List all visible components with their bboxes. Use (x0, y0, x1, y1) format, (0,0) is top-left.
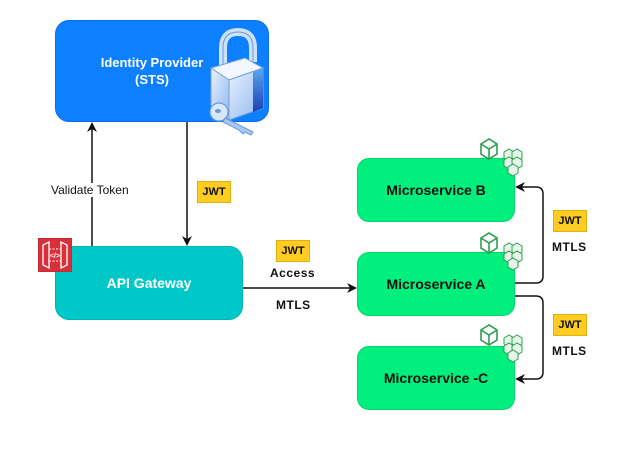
a-to-c-arrow (515, 295, 544, 384)
mtls-label-gateway-a: MTLS (276, 298, 311, 312)
validate-token-label: Validate Token (50, 183, 130, 197)
mtls-label-a-b: MTLS (552, 240, 587, 254)
microservice-b-node[interactable]: Microservice B (357, 158, 515, 222)
a-to-b-arrow (515, 182, 544, 284)
identity-provider-title: Identity Provider (100, 55, 204, 70)
container-cubes-icon (480, 324, 523, 363)
aws-api-gateway-icon: </> (38, 238, 72, 272)
microservice-a-node[interactable]: Microservice A (357, 252, 515, 316)
microservice-b-label: Microservice B (386, 182, 486, 198)
api-gateway-label: API Gateway (106, 275, 192, 291)
microservice-a-label: Microservice A (386, 276, 486, 292)
container-cubes-icon (480, 232, 523, 271)
microservice-c-label: Microservice -C (383, 370, 489, 386)
lock-key-icon (209, 28, 265, 136)
jwt-badge-gateway-a: JWT (276, 240, 310, 262)
api-gateway-node[interactable]: API Gateway (55, 246, 243, 320)
microservice-c-node[interactable]: Microservice -C (357, 346, 515, 410)
container-cubes-icon (480, 138, 523, 177)
jwt-badge-a-c: JWT (553, 314, 587, 336)
svg-text:</>: </> (50, 253, 60, 260)
mtls-label-a-c: MTLS (552, 344, 587, 358)
access-label: Access (270, 266, 316, 280)
identity-provider-subtitle: (STS) (135, 72, 169, 87)
jwt-badge-idp-gateway: JWT (197, 181, 231, 203)
jwt-badge-a-b: JWT (553, 210, 587, 232)
